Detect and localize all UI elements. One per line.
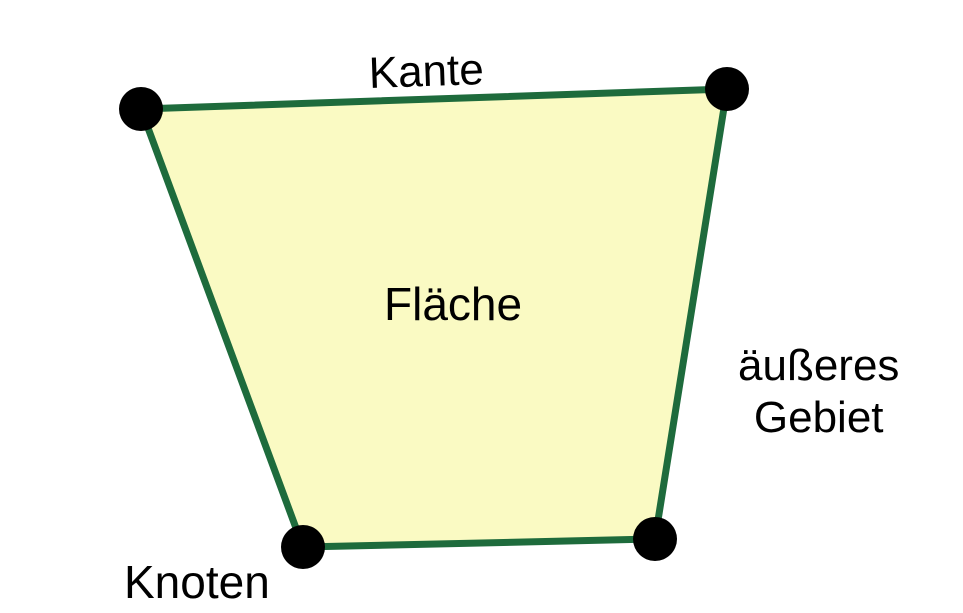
face-polygon xyxy=(141,89,727,547)
outer-region-label-line1: äußeres xyxy=(738,341,900,390)
edge-top xyxy=(137,85,731,113)
edge-left xyxy=(137,105,307,551)
edge-bottom xyxy=(299,535,659,551)
edge-right xyxy=(651,85,731,543)
edge-label: Kante xyxy=(367,44,485,98)
node-label: Knoten xyxy=(124,556,270,608)
outer-region-label: äußeres Gebiet xyxy=(738,340,899,444)
node-top-left xyxy=(119,87,163,131)
outer-region-label-line2: Gebiet xyxy=(753,392,884,442)
node-bottom-right xyxy=(633,517,677,561)
node-top-right xyxy=(705,67,749,111)
face-label: Fläche xyxy=(384,278,523,330)
node-bottom-left xyxy=(281,525,325,569)
